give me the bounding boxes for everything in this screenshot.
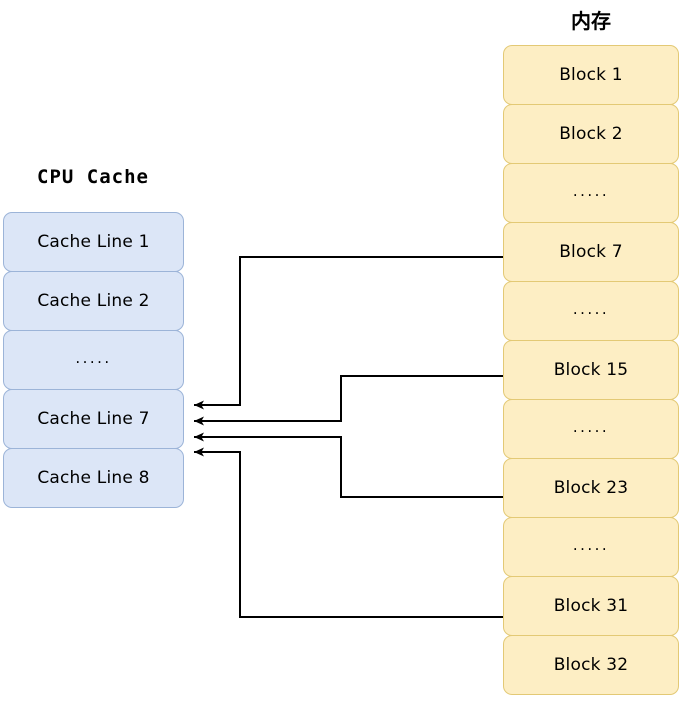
cache-cell-label: ..... [75, 348, 112, 367]
memory-title: 内存 [571, 9, 611, 33]
connector-block-23 [194, 432, 503, 498]
cache-cell-label: Cache Line 1 [37, 231, 150, 252]
connector-block-15 [194, 375, 503, 426]
memory-cell-label: ..... [572, 417, 610, 436]
memory-cell: ..... [503, 163, 679, 223]
memory-cell: ..... [503, 517, 679, 577]
cache-cell: Cache Line 7 [3, 389, 184, 449]
memory-cell-label: ..... [572, 535, 610, 554]
memory-cell: Block 1 [503, 45, 679, 105]
memory-cell: Block 7 [503, 222, 679, 282]
memory-cell-label: ..... [572, 181, 610, 200]
memory-cell: Block 15 [503, 340, 679, 400]
cache-cell: Cache Line 8 [3, 448, 184, 508]
cache-cell-label: Cache Line 2 [37, 290, 150, 311]
cache-cell: Cache Line 2 [3, 271, 184, 331]
cache-cell: Cache Line 1 [3, 212, 184, 272]
memory-cell-label: Block 1 [559, 64, 623, 85]
connector-block-31 [194, 447, 503, 618]
connector-block-7 [194, 256, 503, 410]
memory-cell: ..... [503, 399, 679, 459]
memory-cell-label: ..... [572, 299, 610, 318]
cache-cell: ..... [3, 330, 184, 390]
memory-cell: Block 32 [503, 635, 679, 695]
cpu-cache-title: CPU Cache [37, 166, 149, 188]
memory-cell: ..... [503, 281, 679, 341]
memory-cell: Block 2 [503, 104, 679, 164]
memory-block-stack: Block 1 Block 2..... Block 7..... Block 15.… [503, 45, 679, 695]
memory-cell-label: Block 2 [559, 123, 623, 144]
memory-cell-label: Block 7 [559, 241, 623, 262]
memory-cell-label: Block 31 [553, 595, 629, 616]
memory-cell-label: Block 15 [553, 359, 629, 380]
memory-cell-label: Block 32 [553, 654, 629, 675]
cache-cell-label: Cache Line 8 [37, 467, 150, 488]
cpu-cache-stack: Cache Line 1 Cache Line 2..... Cache Line … [3, 212, 184, 508]
memory-cell: Block 23 [503, 458, 679, 518]
memory-cell: Block 31 [503, 576, 679, 636]
cache-cell-label: Cache Line 7 [37, 408, 150, 429]
memory-cell-label: Block 23 [553, 477, 629, 498]
